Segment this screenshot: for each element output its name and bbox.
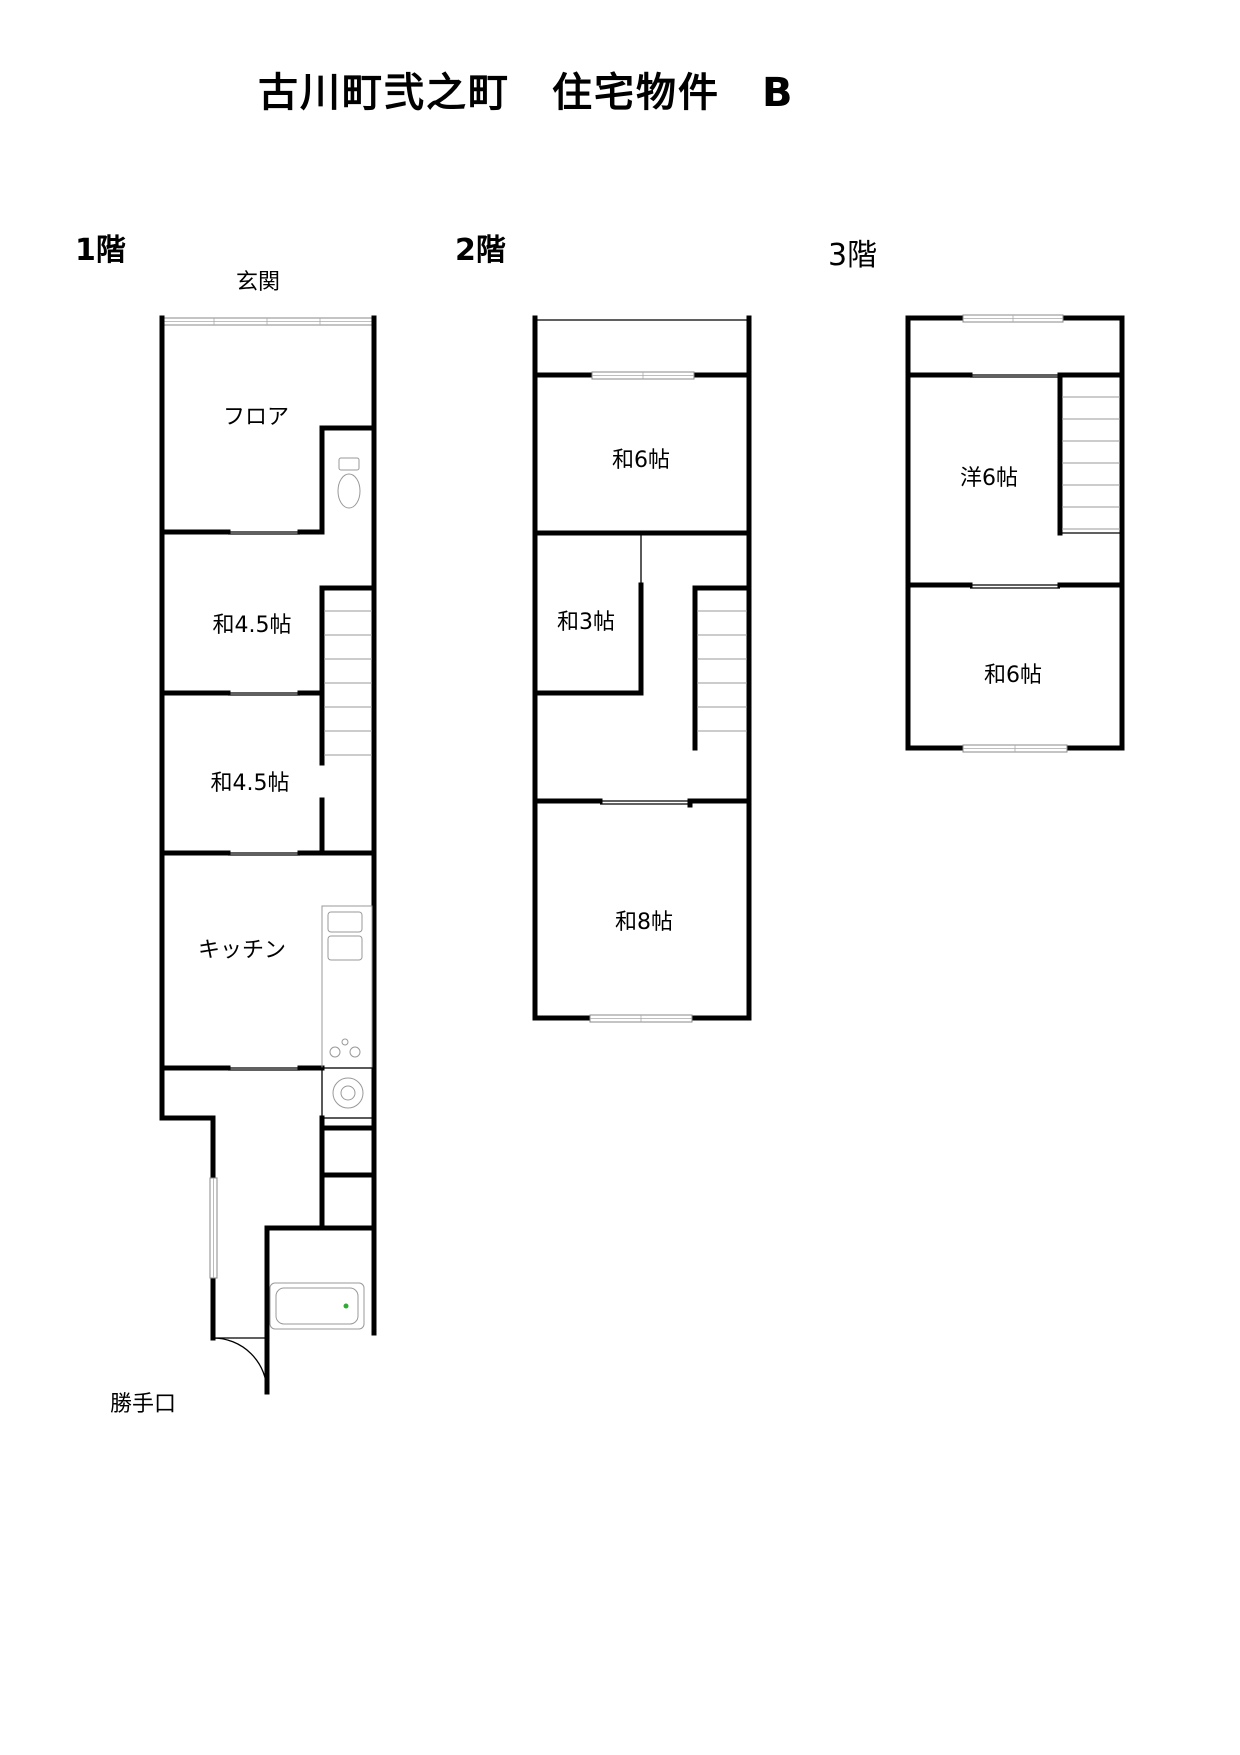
floor-2-small-room-wall <box>532 582 644 696</box>
floor-2-stairs <box>697 610 747 732</box>
page-title: 古川町弐之町 住宅物件 B <box>258 70 795 116</box>
back-door-label: 勝手口 <box>110 1392 177 1417</box>
floor-3-plan <box>905 314 1125 753</box>
floor-1-stair-wall <box>319 585 377 766</box>
floor-2-stair-wall <box>692 585 752 751</box>
floor-1-heading: 1階 <box>75 233 126 268</box>
washbasin-fixture <box>321 1067 375 1119</box>
room-label-washitsu-4-5-a: 和4.5帖 <box>212 613 292 638</box>
floor-3-heading: 3階 <box>828 238 878 273</box>
floor-2-heading: 2階 <box>455 233 506 268</box>
floor-3-stairs <box>1062 396 1120 530</box>
room-label-washitsu-4-5-b: 和4.5帖 <box>210 771 290 796</box>
room-label-washitsu-8: 和8帖 <box>615 910 673 935</box>
toilet-wall <box>319 425 377 535</box>
back-door-swing <box>212 1335 270 1395</box>
room-label-youshitsu-6: 洋6帖 <box>960 466 1018 491</box>
room-label-washitsu-6-f3: 和6帖 <box>984 663 1042 688</box>
entrance-label: 玄関 <box>236 270 281 295</box>
kitchen-counter <box>321 905 373 1069</box>
bathtub <box>269 1282 365 1330</box>
floor-2-plan <box>532 315 752 1023</box>
room-label-washitsu-3: 和3帖 <box>557 610 615 635</box>
toilet-fixture <box>337 457 361 509</box>
room-label-kitchen: キッチン <box>197 938 287 963</box>
room-label-floor: フロア <box>222 405 290 430</box>
floor-1-left-wall <box>159 315 216 1341</box>
room-label-washitsu-6: 和6帖 <box>612 448 670 473</box>
floor-1-plan <box>159 315 377 1395</box>
floor-1-stairs <box>324 610 372 756</box>
